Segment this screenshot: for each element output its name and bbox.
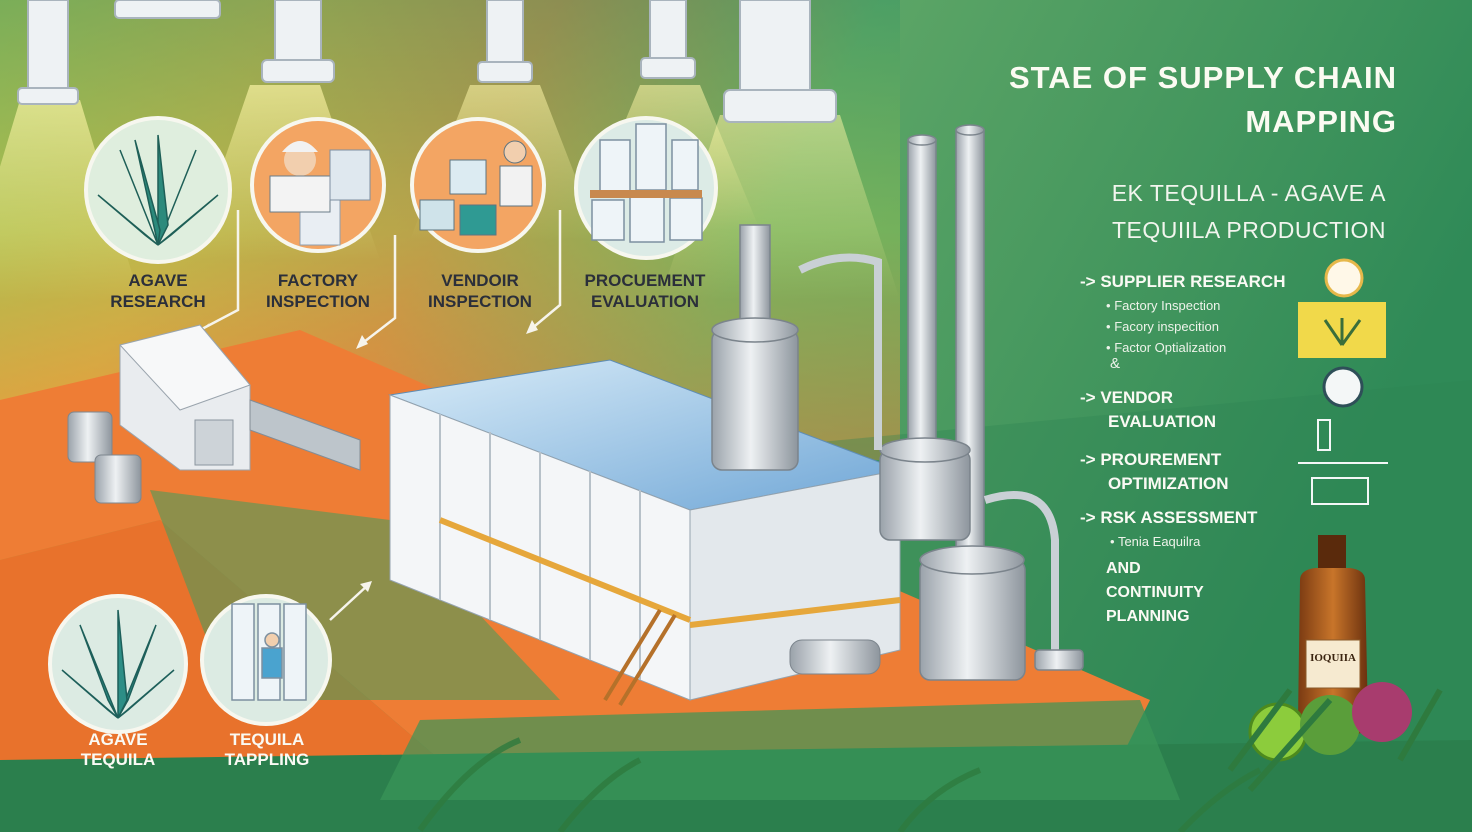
label-line: TAPPLING: [224, 750, 310, 769]
warehouse-building: [119, 324, 361, 471]
item-text: Tenia Eaquilra: [1117, 534, 1201, 549]
barrels: [67, 411, 142, 504]
heading-text: VENDOR: [1100, 388, 1174, 407]
label-line: AGAVE: [88, 730, 148, 749]
supplier-item: • Facory inspecition: [1080, 319, 1295, 334]
label-agave-research: AGAVE RESEARCH: [88, 270, 228, 312]
agave-plant-icon: [61, 609, 175, 719]
agave-plant-icon: [97, 134, 219, 246]
supplier-item: • Factory Inspection: [1080, 298, 1295, 313]
label-vendor-inspection: VENDOIR INSPECTION: [405, 270, 555, 312]
label-line: EVALUATION: [591, 292, 699, 311]
risk-item: • Tenia Eaquilra: [1080, 534, 1295, 549]
circle-agave-tequila: [48, 594, 188, 734]
label-procurement-evaluation: PROCUEMENT EVALUATION: [570, 270, 720, 312]
label-line: AGAVE: [128, 271, 188, 290]
circle-vendor-inspection: [410, 117, 546, 253]
arrow-icon: ->: [1080, 388, 1096, 407]
bottle-label: IOQUIIA: [1310, 652, 1356, 664]
label-agave-tequila: AGAVE TEQUILA: [58, 730, 178, 770]
badge-icon: [1324, 258, 1364, 298]
page-title: STAE OF SUPPLY CHAIN MAPPING: [900, 60, 1397, 140]
circle-agave-research: [84, 116, 232, 264]
heading-text: RSK ASSESSMENT: [1100, 508, 1258, 527]
continuity-planning: AND CONTINUITY PLANNING: [1080, 557, 1295, 629]
heading-text: OPTIMIZATION: [1108, 474, 1229, 493]
label-line: RESEARCH: [110, 292, 206, 311]
bullet-icon: •: [1110, 534, 1115, 549]
ampersand: &: [1110, 355, 1121, 372]
item-text: Factory Inspection: [1114, 298, 1221, 313]
flow-connectors: [199, 210, 562, 621]
label-line: PROCUEMENT: [584, 271, 706, 290]
bottles-icon: [590, 123, 703, 243]
label-line: INSPECTION: [428, 292, 532, 311]
bottle-icon: [1298, 535, 1368, 735]
factory-building: [388, 359, 902, 707]
subtitle-line2: TEQUIILA PRODUCTION: [1111, 217, 1386, 243]
label-line: INSPECTION: [266, 292, 370, 311]
circle-tequila-tappling: [200, 594, 332, 726]
circle-factory-inspection: [250, 117, 386, 253]
title-line1: STAE OF SUPPLY CHAIN: [1008, 60, 1397, 95]
arrow-icon: ->: [1080, 272, 1096, 291]
continuity-line: PLANNING: [1106, 608, 1190, 625]
side-list: -> SUPPLIER RESEARCH • Factory Inspectio…: [1080, 270, 1295, 629]
label-factory-inspection: FACTORY INSPECTION: [248, 270, 388, 312]
bullet-icon: •: [1106, 298, 1111, 313]
label-line: TEQUILA: [229, 730, 305, 749]
bullet-icon: •: [1106, 319, 1111, 334]
side-icons: [1298, 258, 1388, 505]
continuity-line: AND: [1106, 560, 1141, 577]
cans-icon: [419, 140, 533, 236]
supplier-research-heading: -> SUPPLIER RESEARCH: [1080, 270, 1295, 294]
item-text: Facory inspecition: [1114, 319, 1219, 334]
continuity-line: CONTINUITY: [1106, 584, 1204, 601]
label-line: VENDOIR: [441, 271, 519, 290]
label-line: FACTORY: [277, 271, 359, 290]
supplier-item: • Factor Optialization: [1080, 340, 1295, 355]
heading-text: EVALUATION: [1108, 412, 1216, 431]
risk-assessment-heading: -> RSK ASSESSMENT: [1080, 506, 1295, 530]
heading-text: SUPPLIER RESEARCH: [1100, 272, 1286, 291]
arrow-icon: ->: [1080, 508, 1096, 527]
label-tequila-tappling: TEQUILA TAPPLING: [202, 730, 332, 770]
heading-text: PROUREMENT: [1100, 450, 1222, 469]
subtitle-line1: EK TEQUILLA - AGAVE A: [1111, 180, 1386, 206]
procurement-optimization-heading: -> PROUREMENT OPTIMIZATION: [1080, 448, 1295, 496]
bullet-icon: •: [1106, 340, 1111, 355]
distillation-tanks: [711, 124, 1084, 681]
vendor-evaluation-heading: -> VENDOR EVALUATION: [1080, 386, 1295, 434]
label-line: TEQUILA: [80, 750, 156, 769]
page-subtitle: EK TEQUILLA - AGAVE A TEQUIILA PRODUCTIO…: [980, 180, 1386, 244]
worker-icon: [269, 141, 371, 246]
item-text: Factor Optialization: [1114, 340, 1227, 355]
circle-procurement-evaluation: [574, 116, 718, 260]
title-line2: MAPPING: [1245, 104, 1397, 139]
arrow-icon: ->: [1080, 450, 1096, 469]
